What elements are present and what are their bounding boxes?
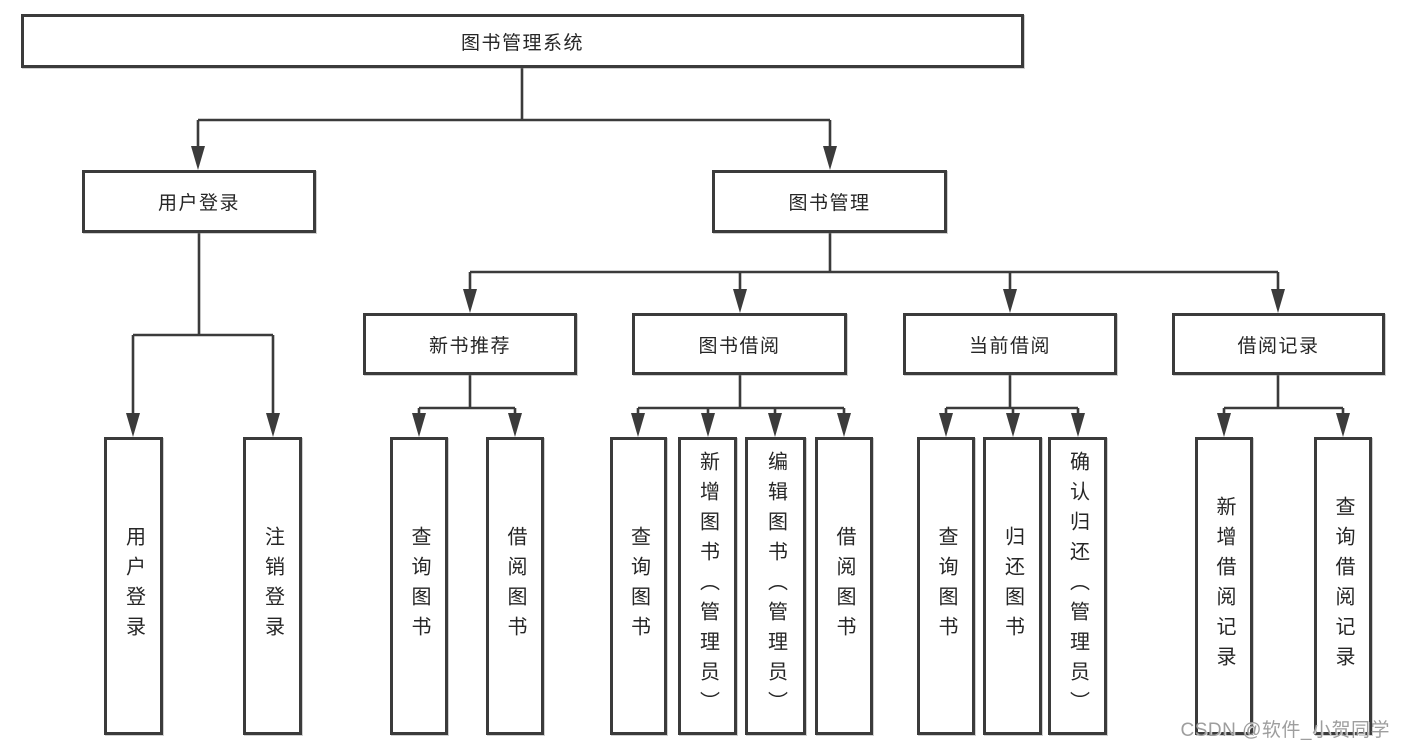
- node-user-login: 用户登录: [82, 170, 316, 233]
- arrowhead-icon: [823, 146, 837, 170]
- watermark: CSDN @软件_小贺同学: [1180, 720, 1390, 741]
- arrowhead-icon: [266, 413, 280, 437]
- node-root: 图书管理系统: [21, 14, 1024, 68]
- leaf-query-books-current: 查询图书: [917, 437, 975, 735]
- arrowhead-icon: [837, 413, 851, 437]
- leaf-query-borrow-record: 查询借阅记录: [1314, 437, 1372, 735]
- arrowhead-icon: [1336, 413, 1350, 437]
- connector-lines: [131, 68, 1345, 417]
- arrowhead-icon: [1271, 289, 1285, 313]
- arrowhead-icon: [1217, 413, 1231, 437]
- leaf-edit-books-admin-label: 编辑图书（管理员）: [764, 451, 787, 721]
- arrowhead-icon: [508, 413, 522, 437]
- leaf-query-borrow-record-label: 查询借阅记录: [1332, 496, 1354, 676]
- node-current-borrow-label: 当前借阅: [968, 335, 1051, 357]
- arrowhead-icon: [126, 413, 140, 437]
- leaf-query-books-borrow-label: 查询图书: [627, 526, 650, 646]
- node-borrow-records-label: 借阅记录: [1237, 335, 1320, 357]
- arrowhead-icon: [463, 289, 477, 313]
- arrowhead-icon: [191, 146, 205, 170]
- leaf-return-books: 归还图书: [983, 437, 1042, 735]
- leaf-add-books-admin-label: 新增图书（管理员）: [696, 451, 719, 721]
- node-book-borrow: 图书借阅: [632, 313, 847, 375]
- node-user-login-label: 用户登录: [157, 193, 240, 214]
- leaf-borrow-books: 借阅图书: [815, 437, 873, 735]
- arrowhead-icon: [733, 289, 747, 313]
- leaf-add-borrow-record-label: 新增借阅记录: [1213, 496, 1235, 676]
- node-book-management: 图书管理: [712, 170, 947, 233]
- leaf-query-books-current-label: 查询图书: [935, 526, 957, 646]
- node-root-label: 图书管理系统: [460, 32, 584, 54]
- arrowhead-icon: [701, 413, 715, 437]
- leaf-user-login-label: 用户登录: [122, 526, 145, 646]
- node-book-borrow-label: 图书借阅: [698, 335, 781, 357]
- arrowhead-icon: [939, 413, 953, 437]
- node-borrow-records: 借阅记录: [1172, 313, 1385, 375]
- leaf-query-books-recommend: 查询图书: [390, 437, 448, 735]
- leaf-borrow-books-label: 借阅图书: [833, 526, 855, 646]
- arrowhead-icon: [1006, 413, 1020, 437]
- arrowhead-icon: [1071, 413, 1085, 437]
- leaf-user-login: 用户登录: [104, 437, 163, 735]
- leaf-confirm-return-admin-label: 确认归还（管理员）: [1066, 451, 1089, 721]
- arrowhead-icon: [1003, 289, 1017, 313]
- arrowhead-icon: [768, 413, 782, 437]
- leaf-borrow-books-recommend: 借阅图书: [486, 437, 544, 735]
- leaf-borrow-books-recommend-label: 借阅图书: [504, 526, 526, 646]
- leaf-logout-label: 注销登录: [261, 526, 284, 646]
- leaf-add-borrow-record: 新增借阅记录: [1195, 437, 1253, 735]
- leaf-logout: 注销登录: [243, 437, 302, 735]
- arrowhead-icon: [412, 413, 426, 437]
- leaf-edit-books-admin: 编辑图书（管理员）: [745, 437, 806, 735]
- node-book-management-label: 图书管理: [788, 193, 871, 214]
- leaf-add-books-admin: 新增图书（管理员）: [678, 437, 737, 735]
- node-current-borrow: 当前借阅: [903, 313, 1117, 375]
- arrowhead-icon: [631, 413, 645, 437]
- leaf-return-books-label: 归还图书: [1001, 526, 1024, 646]
- leaf-query-books-borrow: 查询图书: [610, 437, 667, 735]
- node-new-book-recommend: 新书推荐: [363, 313, 577, 375]
- node-new-book-recommend-label: 新书推荐: [428, 335, 511, 357]
- leaf-confirm-return-admin: 确认归还（管理员）: [1048, 437, 1107, 735]
- leaf-query-books-recommend-label: 查询图书: [408, 526, 430, 646]
